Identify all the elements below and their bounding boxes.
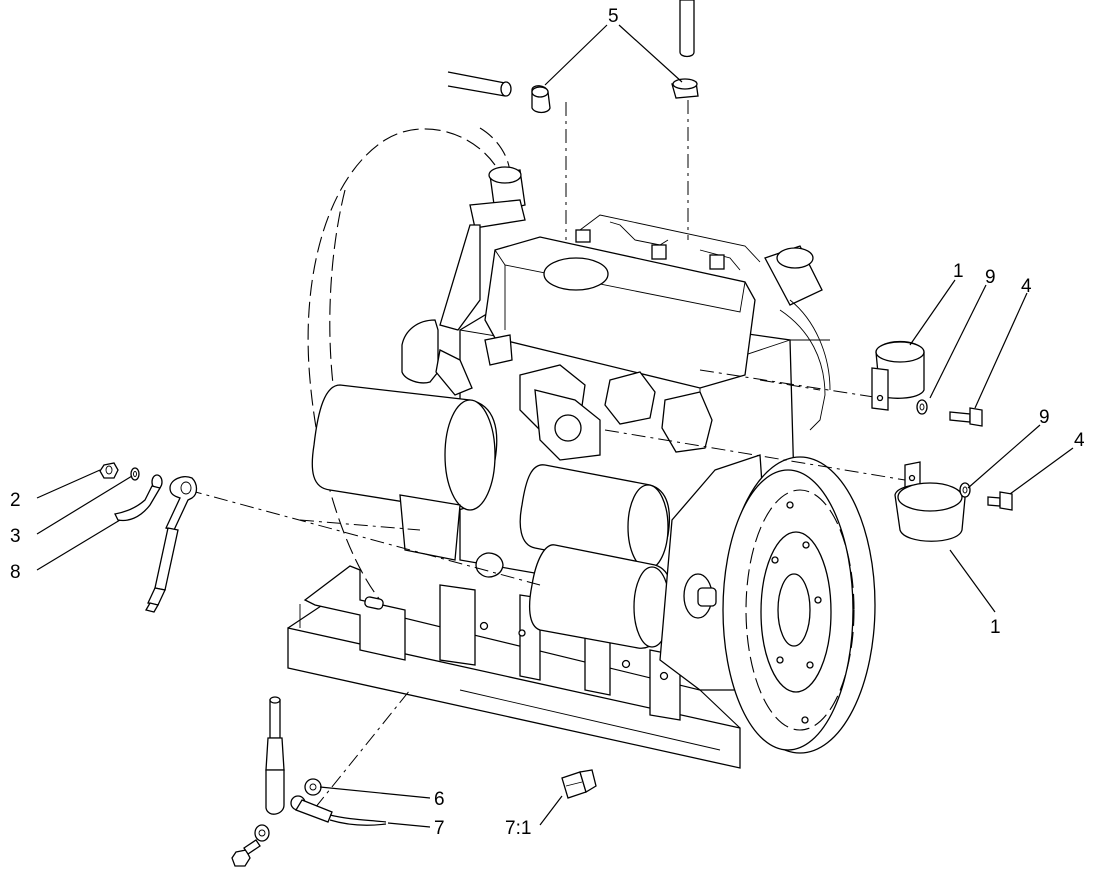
injector-brackets — [484, 334, 713, 461]
p-clamp-lower — [894, 461, 966, 542]
exhaust-pipe — [764, 245, 831, 431]
callout-3: 3 — [10, 526, 21, 547]
bolt-upper — [949, 407, 983, 427]
nut-item-2 — [99, 462, 119, 479]
callout-7-1: 7:1 — [505, 818, 531, 839]
hose-clamp-right — [671, 78, 699, 99]
bolt-bottom — [231, 839, 261, 867]
battery-cable-left — [145, 476, 198, 613]
centerlines — [187, 100, 906, 809]
callout-1-upper: 1 — [953, 261, 964, 282]
hose-clamp-left — [531, 85, 551, 114]
callout-7: 7 — [434, 818, 445, 839]
callout-4-lower: 4 — [1074, 430, 1085, 451]
intake-pipe — [401, 166, 526, 396]
callout-9-lower: 9 — [1039, 407, 1050, 428]
callout-8: 8 — [10, 562, 21, 583]
callout-labels: 5 1 9 4 9 4 1 2 3 8 6 7 7:1 — [10, 6, 1085, 839]
callout-6: 6 — [434, 789, 445, 810]
mount-brackets — [303, 565, 681, 721]
cylinders — [311, 384, 673, 649]
cable-lug-item-8 — [114, 474, 163, 522]
valve-cover — [484, 214, 761, 389]
vertical-rod — [679, 0, 695, 58]
p-clamp-upper — [871, 340, 925, 411]
engine-assembly — [287, 127, 876, 769]
connector-item-7-1 — [561, 769, 597, 799]
washer-lower — [959, 482, 971, 498]
callout-1-lower: 1 — [990, 617, 1001, 638]
hose-end — [447, 71, 512, 97]
ground-lug-item-7 — [290, 795, 387, 826]
washer-bottom — [254, 824, 270, 842]
callout-2: 2 — [10, 490, 21, 511]
callout-9-upper: 9 — [985, 267, 996, 288]
battery-cable-bottom — [265, 696, 285, 815]
nut-item-6 — [304, 778, 322, 796]
engine-base-plate — [287, 599, 741, 769]
callout-4-upper: 4 — [1021, 276, 1032, 297]
callout-5: 5 — [608, 6, 619, 27]
washer-item-3 — [130, 467, 140, 481]
bolt-lower — [987, 491, 1013, 511]
front-pulley — [722, 456, 876, 754]
washer-upper — [916, 399, 928, 415]
leader-lines — [36, 24, 1074, 828]
